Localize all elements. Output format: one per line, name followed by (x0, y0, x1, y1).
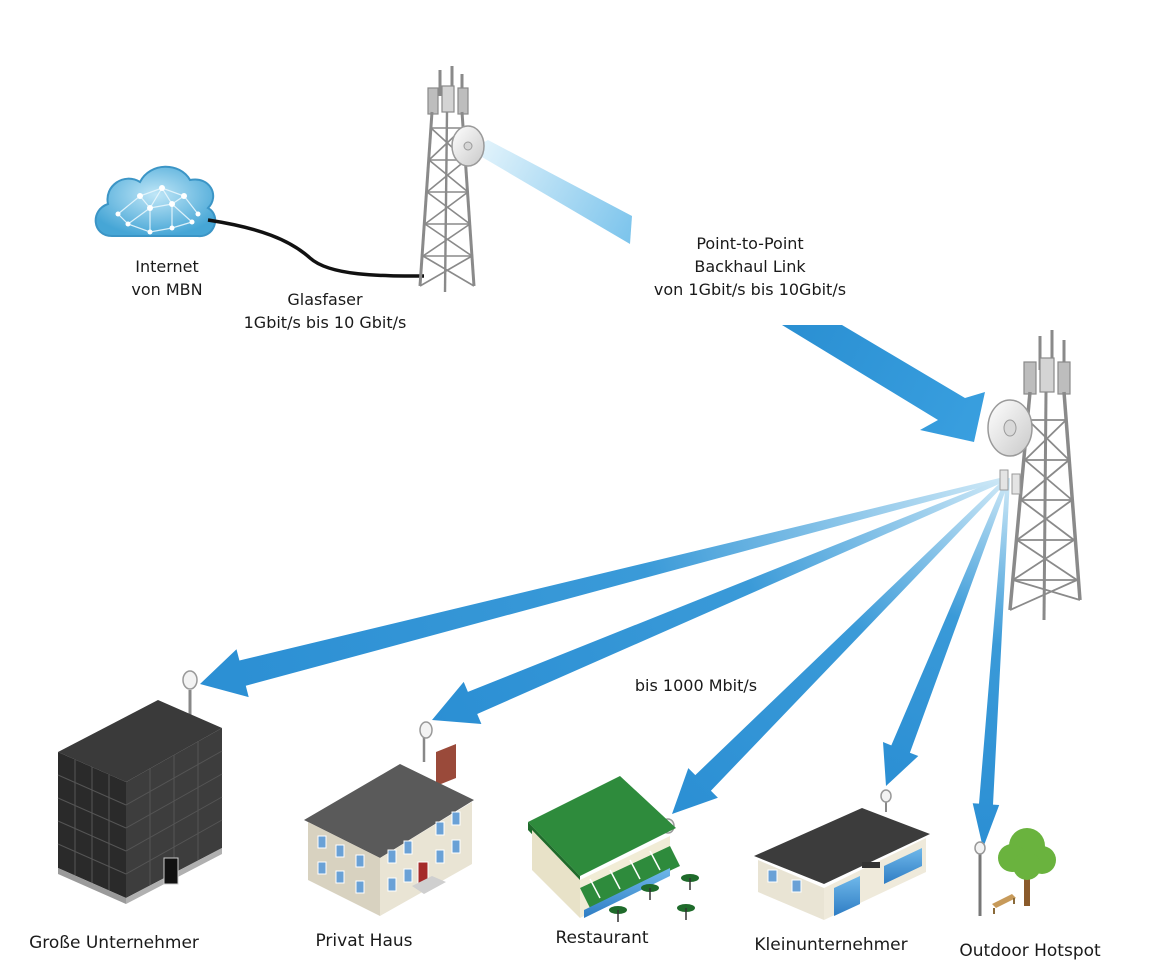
private-house-icon (304, 721, 474, 916)
tower-upper-icon (418, 66, 485, 293)
endpoint-label-large-business: Große Unternehmer (29, 933, 199, 953)
fiber-label: Glasfaser 1Gbit/s bis 10 Gbit/s (220, 288, 430, 334)
access-beam-outdoor-hotspot (972, 477, 1010, 848)
small-business-icon (754, 789, 930, 920)
internet-cloud-icon (94, 165, 217, 238)
backhaul-label: Point-to-Point Backhaul Link von 1Gbit/s… (640, 232, 860, 301)
tower-right-icon (987, 330, 1082, 621)
backhaul-label-line3: von 1Gbit/s bis 10Gbit/s (653, 280, 847, 299)
endpoint-label-outdoor-hotspot: Outdoor Hotspot (959, 941, 1101, 961)
endpoint-label-small-business: Kleinunternehmer (754, 935, 908, 955)
backhaul-beam-lower (782, 325, 985, 442)
access-speed-label: bis 1000 Mbit/s (634, 676, 758, 695)
access-beam-restaurant (672, 476, 1010, 814)
access-beam-small-business (883, 477, 1010, 786)
large-office-building-icon (57, 670, 223, 904)
access-beam-private-house (432, 476, 1009, 724)
internet-label-line1: Internet (135, 257, 199, 276)
fiber-label-line1: Glasfaser (287, 290, 363, 309)
fiber-cable (207, 218, 425, 278)
fiber-label-line2: 1Gbit/s bis 10 Gbit/s (243, 313, 407, 332)
tree-icon (998, 828, 1056, 880)
restaurant-tables (609, 874, 699, 922)
backhaul-label-line1: Point-to-Point (696, 234, 804, 253)
access-beams (200, 476, 1010, 848)
backhaul-beam (470, 140, 985, 442)
restaurant-icon (528, 776, 699, 922)
backhaul-beam-upper (470, 140, 632, 244)
access-beam-large-business (200, 476, 1009, 698)
backhaul-label-line2: Backhaul Link (694, 257, 806, 276)
outdoor-hotspot-icon (974, 828, 1056, 916)
endpoint-label-private-house: Privat Haus (315, 931, 413, 951)
endpoint-label-restaurant: Restaurant (555, 928, 649, 948)
internet-label-line2: von MBN (131, 280, 203, 299)
internet-label: Internet von MBN (112, 255, 222, 301)
